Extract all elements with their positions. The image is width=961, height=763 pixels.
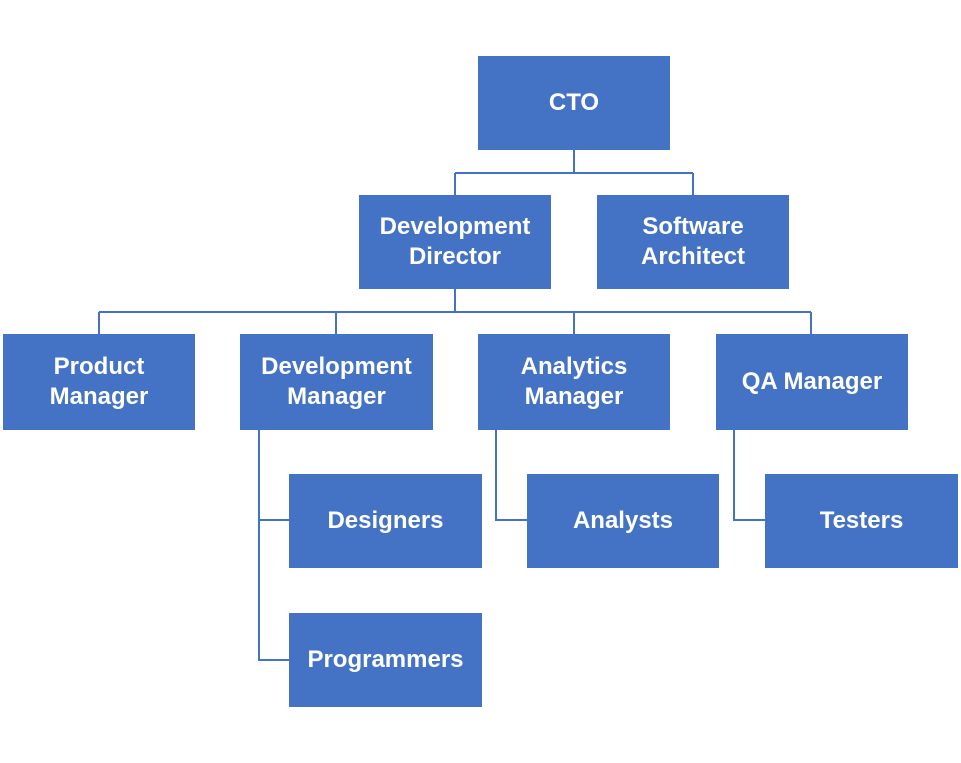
node-development-manager-label: Development Manager: [261, 353, 412, 410]
connector-devmanager-to-teams: [258, 430, 289, 661]
connector-analytics-to-analysts: [495, 430, 527, 521]
connector-cto-to-level2: [454, 150, 694, 195]
node-qa-manager-label: QA Manager: [741, 368, 883, 395]
node-analytics-manager-label: Analytics Manager: [520, 353, 628, 410]
node-testers: Testers: [765, 474, 958, 568]
node-software-architect-label: Software Architect: [640, 213, 746, 270]
node-programmers-label: Programmers: [307, 646, 464, 673]
connector-director-to-managers: [98, 289, 812, 334]
node-product-manager-label: Product Manager: [49, 353, 149, 410]
node-designers-label: Designers: [327, 507, 444, 534]
node-software-architect: Software Architect: [597, 195, 789, 289]
node-product-manager: Product Manager: [3, 334, 195, 430]
node-development-director-label: Development Director: [379, 213, 531, 270]
node-analysts-label: Analysts: [572, 507, 674, 534]
node-programmers: Programmers: [289, 613, 482, 707]
node-qa-manager: QA Manager: [716, 334, 908, 430]
node-cto-label: CTO: [548, 89, 600, 116]
node-analysts: Analysts: [527, 474, 719, 568]
connector-qa-to-testers: [733, 430, 765, 521]
node-testers-label: Testers: [819, 507, 904, 534]
node-analytics-manager: Analytics Manager: [478, 334, 670, 430]
node-development-manager: Development Manager: [240, 334, 433, 430]
node-cto: CTO: [478, 56, 670, 150]
node-designers: Designers: [289, 474, 482, 568]
node-development-director: Development Director: [359, 195, 551, 289]
